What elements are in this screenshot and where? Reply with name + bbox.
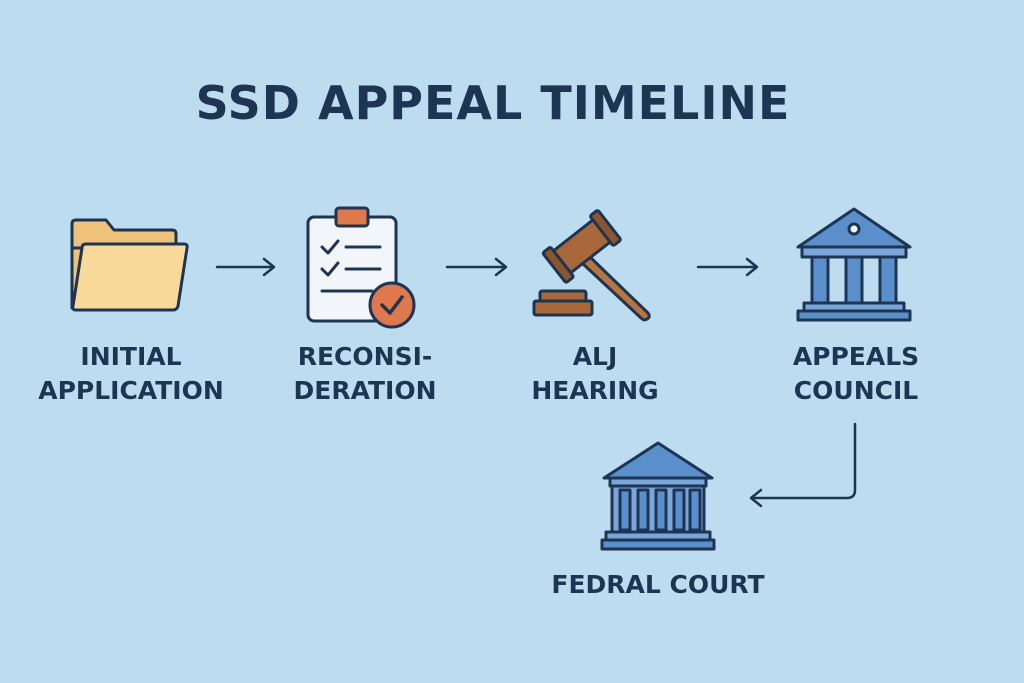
arrow-4-icon: [749, 422, 857, 508]
folder-icon: [70, 218, 189, 312]
arrow-2-icon: [445, 257, 508, 277]
courthouse-icon: [796, 207, 912, 322]
clipboard-check-icon: [306, 206, 416, 329]
arrow-1-icon: [215, 257, 276, 277]
step-label-reconsideration: RECONSI-DERATION: [293, 342, 437, 405]
arrow-3-icon: [696, 257, 759, 277]
gavel-icon: [532, 209, 651, 322]
step-label-federal-court: FEDRAL COURT: [551, 570, 765, 599]
diagram-title: SSD APPEAL TIMELINE: [195, 76, 791, 130]
courthouse-icon: [600, 441, 716, 551]
